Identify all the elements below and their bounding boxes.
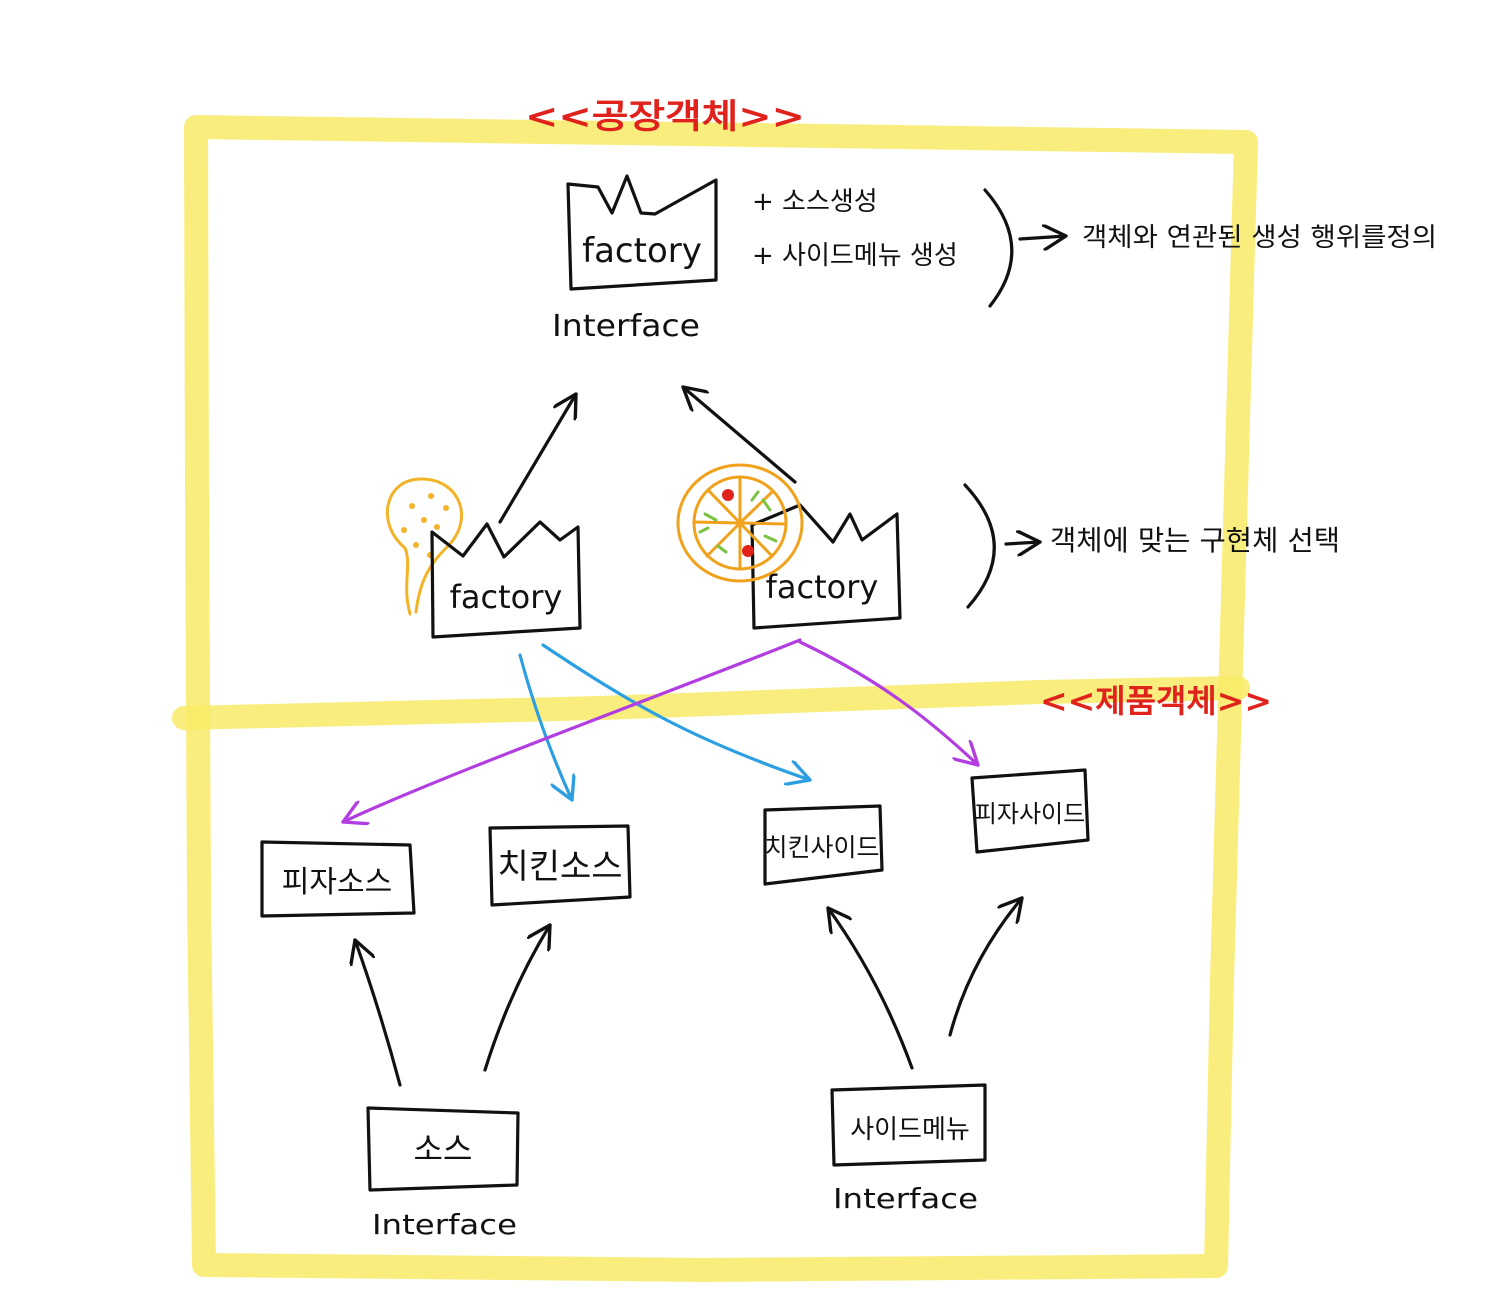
pizza-crust	[676, 463, 804, 583]
concrete-note-bracket	[963, 483, 996, 609]
interface-name: 소스	[414, 1130, 473, 1168]
left-concrete-factory: factory	[386, 477, 582, 639]
product-label: 치킨소스	[497, 847, 622, 887]
right-factory-creates-pizza-side-arrow	[798, 640, 978, 765]
concrete-factory-note: 객체에 맞는 구현체 선택	[1050, 524, 1340, 557]
factory-section-label: <<공장객체>>	[525, 97, 805, 137]
right-factory-creates-pizza-sauce-arrow	[343, 638, 802, 822]
sauce-dot	[409, 503, 415, 509]
pizza-doodle-icon	[676, 463, 804, 583]
product-section-label: <<제품객체>>	[1040, 682, 1272, 720]
pizza-slices	[692, 476, 788, 571]
product-box	[260, 840, 416, 918]
left-factory-creates-chicken-side-arrow	[541, 643, 810, 780]
abstract-factory-name: factory	[582, 231, 702, 271]
product-label: 치킨사이드	[764, 833, 879, 862]
interface-box	[830, 1083, 987, 1167]
sauce-dot	[401, 527, 407, 533]
side-menu-to-pizza-side-arrow	[948, 898, 1022, 1037]
side-menu-interface: 사이드메뉴 Interface	[830, 1083, 987, 1215]
product-box	[488, 824, 632, 907]
product-pizza-sauce: 피자소스	[260, 840, 416, 918]
abstract-note-arrow	[1018, 236, 1066, 239]
left-factory-implements-arrow	[498, 394, 576, 524]
frame-outline	[184, 115, 1258, 1282]
right-factory-name: factory	[766, 568, 879, 606]
sauce-dot	[421, 517, 427, 523]
abstract-factory-note: 객체와 연관된 생성 행위를정의	[1082, 223, 1437, 253]
side-menu-to-chicken-side-arrow	[828, 908, 914, 1070]
sauce-dot	[413, 542, 419, 548]
sauce-to-chicken-sauce-arrow	[483, 925, 550, 1072]
concrete-note-arrow	[1004, 542, 1040, 544]
product-chicken-side: 치킨사이드	[763, 804, 884, 886]
yellow-frame	[172, 115, 1258, 1282]
left-factory-creates-chicken-sauce-arrow	[518, 653, 572, 800]
factory-icon	[430, 520, 582, 639]
right-concrete-factory: factory	[676, 463, 902, 630]
interface-kind: Interface	[833, 1182, 978, 1215]
product-label: 피자소스	[282, 865, 392, 900]
sauce-dot	[428, 493, 434, 499]
pizza-topping	[742, 545, 754, 557]
abstract-factory-kind: Interface	[552, 309, 700, 344]
abstract-factory: factory Interface + 소스생성 + 사이드메뉴 생성 객체와 …	[552, 174, 1437, 344]
product-box	[970, 768, 1090, 854]
pizza-herbs	[698, 490, 778, 554]
factory-icon	[750, 503, 902, 630]
left-factory-name: factory	[450, 578, 563, 616]
factory-method-create-side-menu: + 사이드메뉴 생성	[752, 241, 958, 271]
product-pizza-side: 피자사이드	[970, 768, 1090, 854]
abstract-note-bracket	[983, 188, 1014, 308]
section-divider	[172, 676, 1250, 730]
sauce-dot	[443, 505, 449, 511]
sauce-to-pizza-sauce-arrow	[355, 940, 402, 1087]
product-chicken-sauce: 치킨소스	[488, 824, 632, 907]
sauce-interface: 소스 Interface	[366, 1106, 520, 1241]
interface-kind: Interface	[372, 1208, 517, 1241]
interface-name: 사이드메뉴	[850, 1115, 970, 1145]
sauce-bubble	[386, 477, 463, 616]
right-factory-implements-arrow	[683, 387, 797, 484]
sauce-dot	[434, 524, 440, 530]
sauce-doodle-icon	[386, 477, 463, 616]
product-label: 피자사이드	[975, 800, 1085, 828]
factory-method-create-sauce: + 소스생성	[752, 187, 878, 217]
pizza-topping	[722, 489, 734, 501]
product-box	[763, 804, 884, 886]
factory-icon	[566, 174, 718, 291]
interface-box	[366, 1106, 520, 1192]
